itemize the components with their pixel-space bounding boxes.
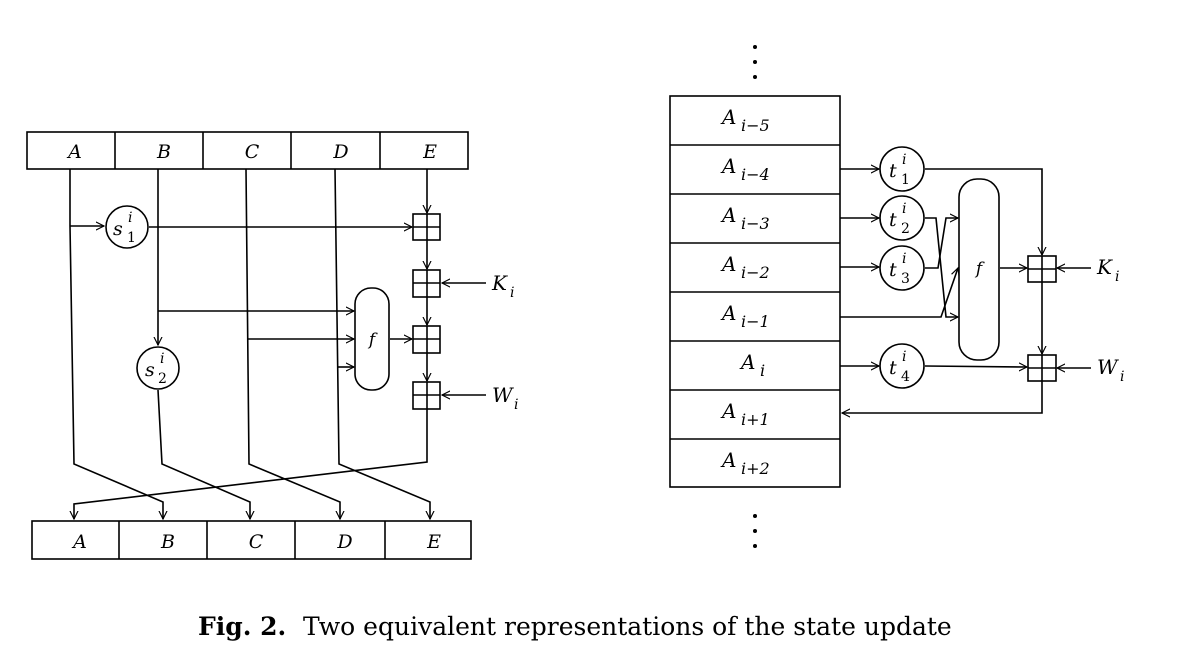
left-f-box: f	[354, 287, 390, 391]
wire-c	[245, 168, 340, 519]
svg-text:A: A	[720, 203, 736, 227]
left-diagram: A B C D E A B C D E	[26, 131, 518, 560]
svg-text:A: A	[720, 105, 736, 129]
right-t2-node: t i 2	[879, 195, 925, 241]
left-bottom-register: A B C D E	[31, 520, 472, 560]
svg-text:i−5: i−5	[741, 116, 770, 135]
svg-text:t: t	[889, 259, 897, 281]
left-top-cell-b: B	[156, 141, 171, 163]
left-adder-3	[412, 325, 441, 354]
svg-text:i: i	[160, 351, 164, 367]
bottom-ellipsis	[753, 514, 757, 548]
svg-text:i: i	[902, 152, 906, 168]
svg-text:f: f	[974, 259, 985, 279]
svg-text:A: A	[720, 301, 736, 325]
svg-text:i: i	[902, 201, 906, 217]
svg-text:i: i	[514, 397, 518, 413]
svg-text:t: t	[889, 357, 897, 379]
left-top-register: A B C D E	[26, 131, 469, 170]
left-adder-1	[412, 213, 441, 241]
svg-text:s: s	[145, 359, 155, 381]
svg-text:i−1: i−1	[741, 312, 770, 331]
svg-text:i: i	[1115, 269, 1119, 285]
svg-text:A: A	[720, 154, 736, 178]
caption-text: Two equivalent representations of the st…	[303, 612, 952, 641]
right-k-label: K i	[1096, 255, 1119, 285]
svg-text:A: A	[720, 448, 736, 472]
cell-a-i-minus-2: A i−2	[720, 252, 770, 282]
cell-a-i-minus-1: A i−1	[720, 301, 770, 331]
right-register: A i−5 A i−4 A i−3 A i−2 A i−1 A i	[669, 95, 841, 488]
caption-label: Fig. 2.	[198, 612, 286, 641]
left-k-label: K i	[491, 271, 514, 301]
svg-text:i: i	[128, 210, 132, 226]
left-s2-node: s i 2	[136, 346, 180, 390]
right-adder-2	[1027, 354, 1057, 382]
left-top-cell-d: D	[332, 141, 348, 163]
svg-text:K: K	[1096, 255, 1113, 279]
svg-text:A: A	[720, 399, 736, 423]
cell-a-i-plus-1: A i+1	[720, 399, 770, 429]
left-bottom-cell-e: E	[426, 531, 441, 553]
left-bottom-cell-c: C	[249, 531, 264, 553]
left-bottom-cell-a: A	[71, 531, 87, 553]
left-top-cell-a: A	[66, 141, 82, 163]
svg-text:i−2: i−2	[741, 263, 770, 282]
svg-text:W: W	[492, 383, 514, 407]
left-s1-node: s i 1	[105, 205, 149, 249]
svg-text:i+1: i+1	[741, 410, 770, 429]
right-t4-node: t i 4	[879, 343, 925, 389]
svg-text:1: 1	[127, 230, 136, 246]
figure-caption: Fig. 2. Two equivalent representations o…	[198, 612, 952, 641]
svg-text:i: i	[760, 361, 765, 380]
top-ellipsis	[753, 45, 757, 79]
svg-text:t: t	[889, 209, 897, 231]
right-f-box: f	[958, 178, 1000, 361]
svg-text:i+2: i+2	[741, 459, 770, 478]
svg-text:K: K	[491, 271, 508, 295]
svg-text:W: W	[1097, 355, 1119, 379]
svg-text:f: f	[367, 330, 378, 350]
svg-text:i−4: i−4	[741, 165, 770, 184]
svg-text:i: i	[510, 285, 514, 301]
wire-d	[334, 168, 430, 519]
left-adder-2	[412, 269, 441, 298]
right-diagram: A i−5 A i−4 A i−3 A i−2 A i−1 A i	[669, 45, 1124, 548]
svg-text:t: t	[889, 160, 897, 182]
svg-text:4: 4	[901, 369, 910, 385]
left-w-label: W i	[492, 383, 518, 413]
left-bottom-cell-b: B	[160, 531, 175, 553]
svg-text:i: i	[1120, 369, 1124, 385]
cell-a-i: A i	[739, 350, 765, 380]
svg-text:2: 2	[158, 371, 167, 387]
left-adder-4	[412, 381, 441, 410]
right-t1-node: t i 1	[879, 146, 925, 192]
left-top-cell-c: C	[245, 141, 260, 163]
svg-text:A: A	[739, 350, 755, 374]
svg-text:3: 3	[901, 271, 910, 287]
left-bottom-cell-d: D	[336, 531, 352, 553]
cell-a-i-minus-4: A i−4	[720, 154, 770, 184]
svg-text:i: i	[902, 349, 906, 365]
svg-text:s: s	[113, 218, 123, 240]
svg-text:i: i	[902, 251, 906, 267]
right-w-label: W i	[1097, 355, 1124, 385]
cell-a-i-plus-2: A i+2	[720, 448, 770, 478]
wire-a	[69, 169, 104, 226]
svg-text:1: 1	[901, 172, 910, 188]
svg-text:2: 2	[901, 221, 910, 237]
right-adder-1	[1027, 255, 1057, 283]
right-t3-node: t i 3	[879, 245, 925, 291]
left-top-cell-e: E	[422, 141, 437, 163]
cell-a-i-minus-3: A i−3	[720, 203, 770, 233]
cell-a-i-minus-5: A i−5	[720, 105, 770, 135]
svg-text:A: A	[720, 252, 736, 276]
svg-text:i−3: i−3	[741, 214, 770, 233]
